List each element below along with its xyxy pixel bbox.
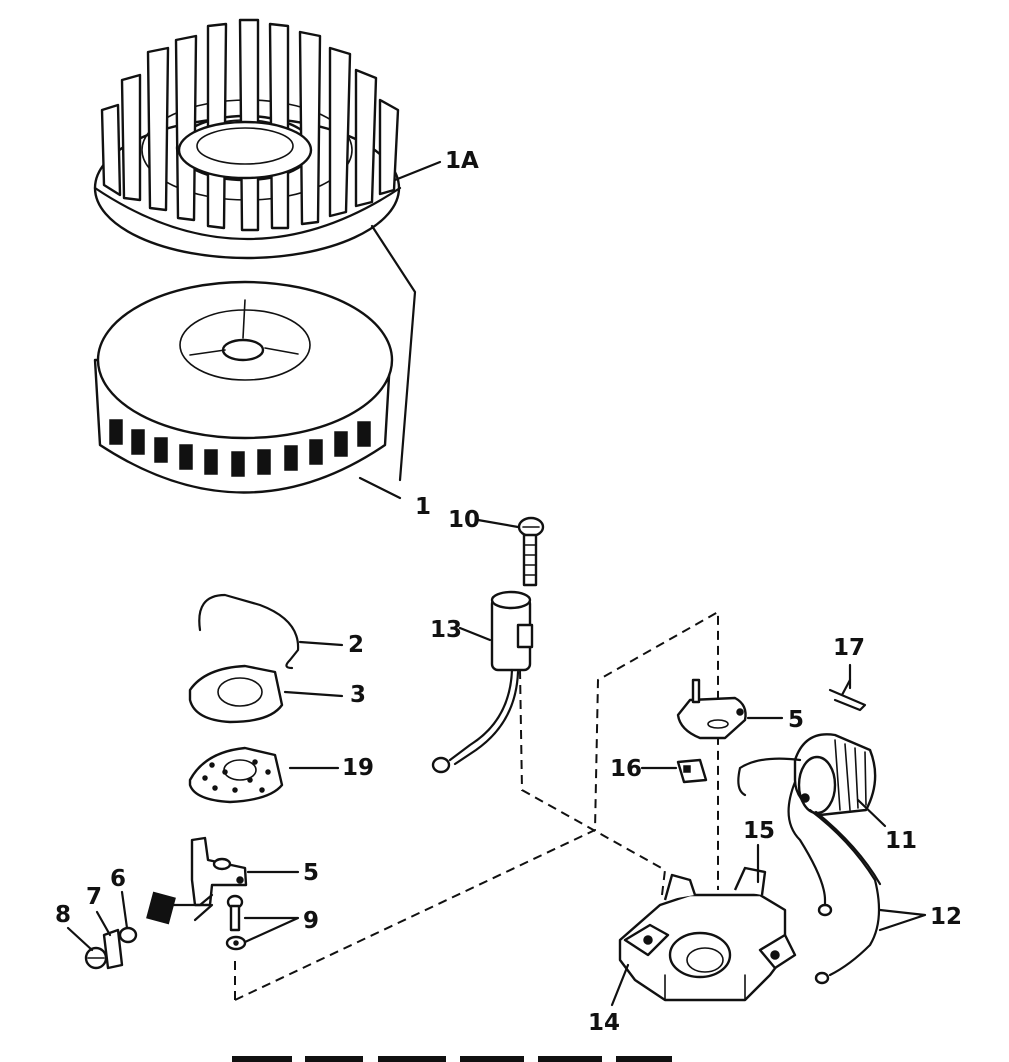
callout-11: 11 <box>885 828 917 854</box>
spring-clip-part <box>198 593 300 670</box>
callout-2: 2 <box>348 632 364 658</box>
breaker-arm-part <box>190 836 248 922</box>
callout-9: 9 <box>303 908 319 934</box>
lead-wires-part <box>787 780 882 985</box>
callout-5-left: 5 <box>303 860 319 886</box>
callout-10: 10 <box>448 507 480 533</box>
callout-13: 13 <box>430 617 462 643</box>
callout-19: 19 <box>342 755 374 781</box>
callout-1: 1 <box>415 494 431 520</box>
screw-part <box>517 516 545 587</box>
cropped-bottom-text <box>232 1056 672 1062</box>
bracket-part <box>676 678 747 740</box>
callout-7: 7 <box>86 884 102 910</box>
condenser-part <box>431 590 534 774</box>
callout-3: 3 <box>350 682 366 708</box>
callout-1A: 1A <box>445 148 479 174</box>
callout-labels: 1A 1 10 2 3 19 13 5 5 6 7 8 9 17 16 11 1… <box>55 148 962 1036</box>
terminal-part <box>676 758 708 784</box>
callout-14: 14 <box>588 1010 620 1036</box>
fan-housing-part <box>93 18 402 260</box>
callout-17: 17 <box>833 635 865 661</box>
callout-16: 16 <box>610 756 642 782</box>
callout-12: 12 <box>930 904 962 930</box>
callout-5-right: 5 <box>788 707 804 733</box>
clip-part <box>828 678 867 712</box>
felt-pad-part <box>188 746 284 804</box>
flywheel-part <box>93 280 394 494</box>
callout-6: 6 <box>110 866 126 892</box>
armature-base-part <box>618 866 797 1002</box>
plate-part <box>188 664 284 724</box>
contact-assembly-part <box>84 891 214 970</box>
alignment-dashed-line <box>234 610 719 1001</box>
callout-15: 15 <box>743 818 775 844</box>
coil-part <box>737 733 877 817</box>
callout-8: 8 <box>55 902 71 928</box>
screw-washer-part <box>225 894 247 951</box>
